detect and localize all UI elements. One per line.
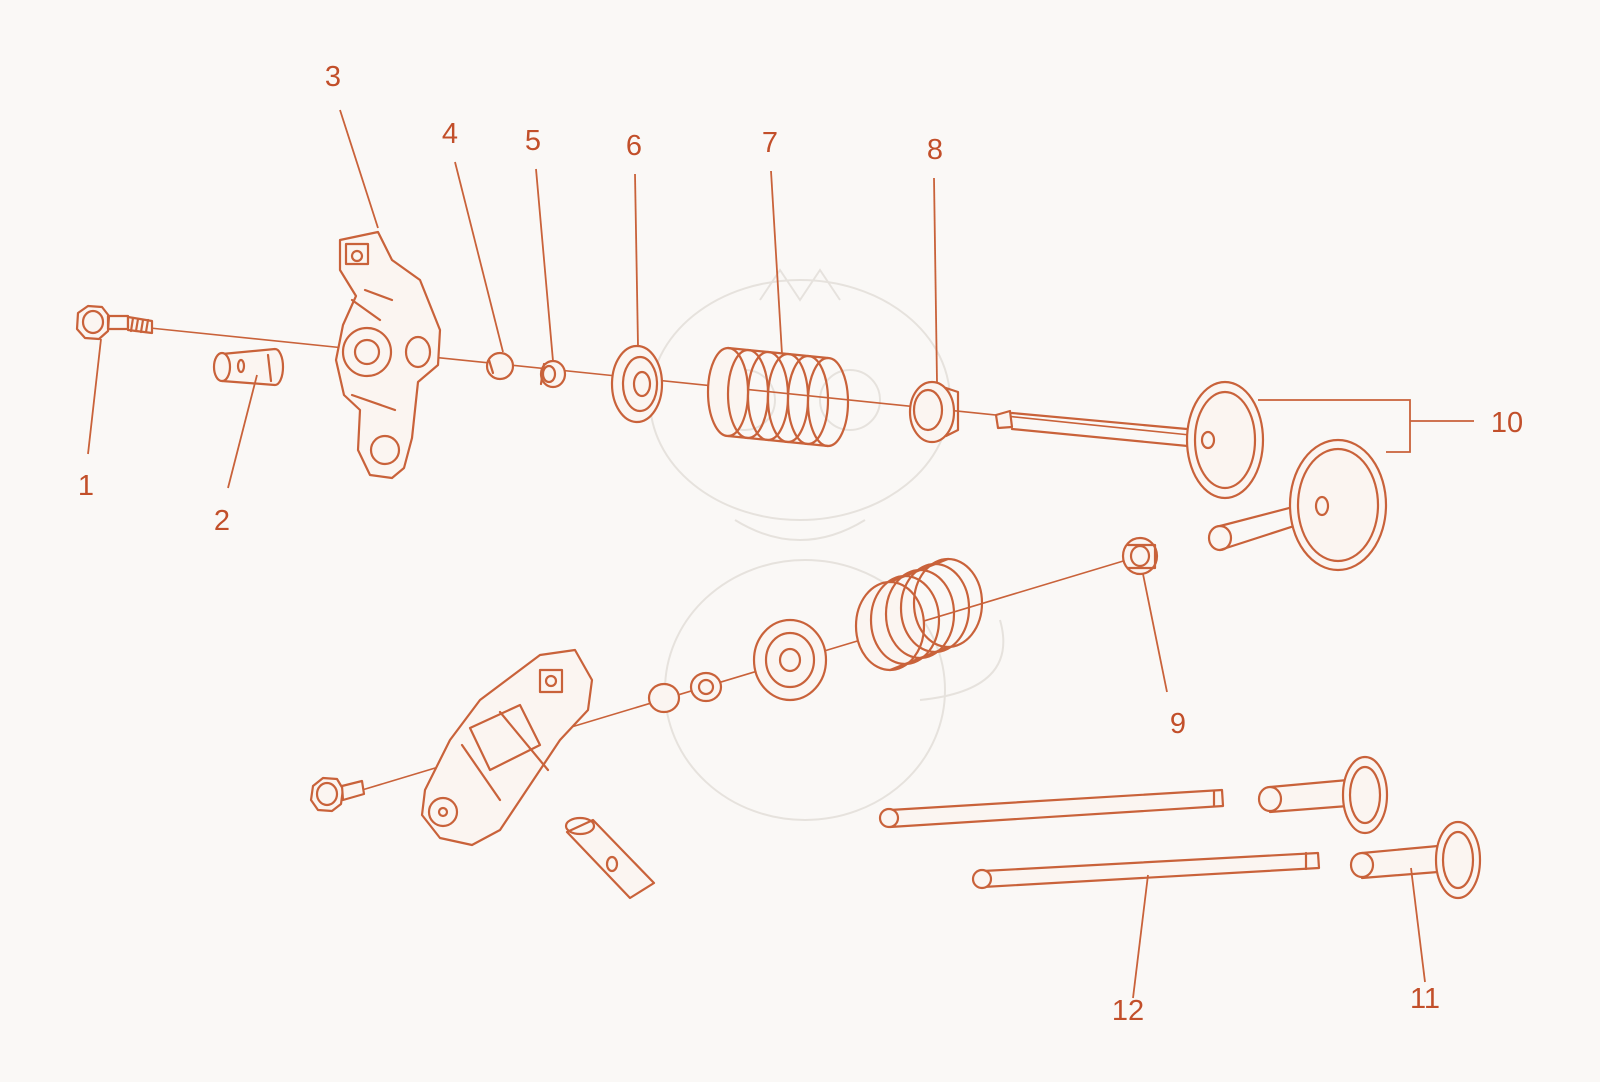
callout-labels: 1 2 3 4 5 6 7 8 9 10 11 12 [78, 61, 1523, 1027]
lower-rocker-shaft [564, 816, 656, 900]
lower-spring-retainer [752, 618, 828, 702]
lower-valve-cotter [689, 671, 723, 703]
leader-5 [535, 168, 554, 362]
part-6-spring-retainer [610, 344, 664, 424]
callout-1: 1 [78, 470, 94, 502]
callout-leaders [87, 109, 1474, 999]
lower-valve-spring [854, 557, 984, 672]
leader-7 [770, 170, 783, 355]
callout-7: 7 [762, 127, 778, 159]
leader-6 [634, 173, 639, 347]
lower-flange-bolt [309, 776, 366, 813]
leader-3 [339, 109, 379, 229]
callout-5: 5 [525, 125, 541, 157]
exploded-parts [75, 230, 1482, 900]
callout-11: 11 [1410, 983, 1440, 1015]
lower-rocker-arm [420, 648, 594, 847]
callout-9: 9 [1170, 708, 1186, 740]
callout-8: 8 [927, 134, 943, 166]
leader-11 [1410, 867, 1426, 983]
callout-2: 2 [214, 505, 230, 537]
part-10-valve-upper [994, 380, 1265, 500]
part-9-valve-stem-seal [1121, 536, 1159, 576]
part-7-valve-spring [706, 346, 850, 448]
part-10-valve-lower [1207, 438, 1388, 572]
upper-assembly-axis [149, 327, 1191, 436]
part-8-spring-seat [908, 380, 960, 444]
leader-9 [1142, 573, 1168, 693]
leader-12 [1132, 874, 1149, 999]
leader-10 [1258, 399, 1411, 453]
part-2-rocker-shaft [212, 347, 285, 387]
leader-8 [933, 177, 938, 383]
lower-valve-cap [647, 682, 681, 714]
callout-6: 6 [626, 130, 642, 162]
callout-10: 10 [1491, 407, 1523, 439]
part-3-rocker-arm [334, 230, 442, 480]
part-1-flange-bolt [75, 304, 154, 341]
watermark-mascot [649, 268, 1005, 821]
part-11-tappets [1257, 755, 1482, 900]
leader-1 [87, 338, 102, 455]
part-4-valve-cap [485, 351, 515, 381]
callout-4: 4 [442, 118, 458, 150]
callout-3: 3 [325, 61, 341, 93]
leader-4 [454, 161, 504, 353]
leader-2 [227, 374, 258, 489]
part-12-pushrods [878, 788, 1321, 890]
callout-12: 12 [1112, 995, 1144, 1027]
part-5-valve-cotter [539, 359, 567, 389]
